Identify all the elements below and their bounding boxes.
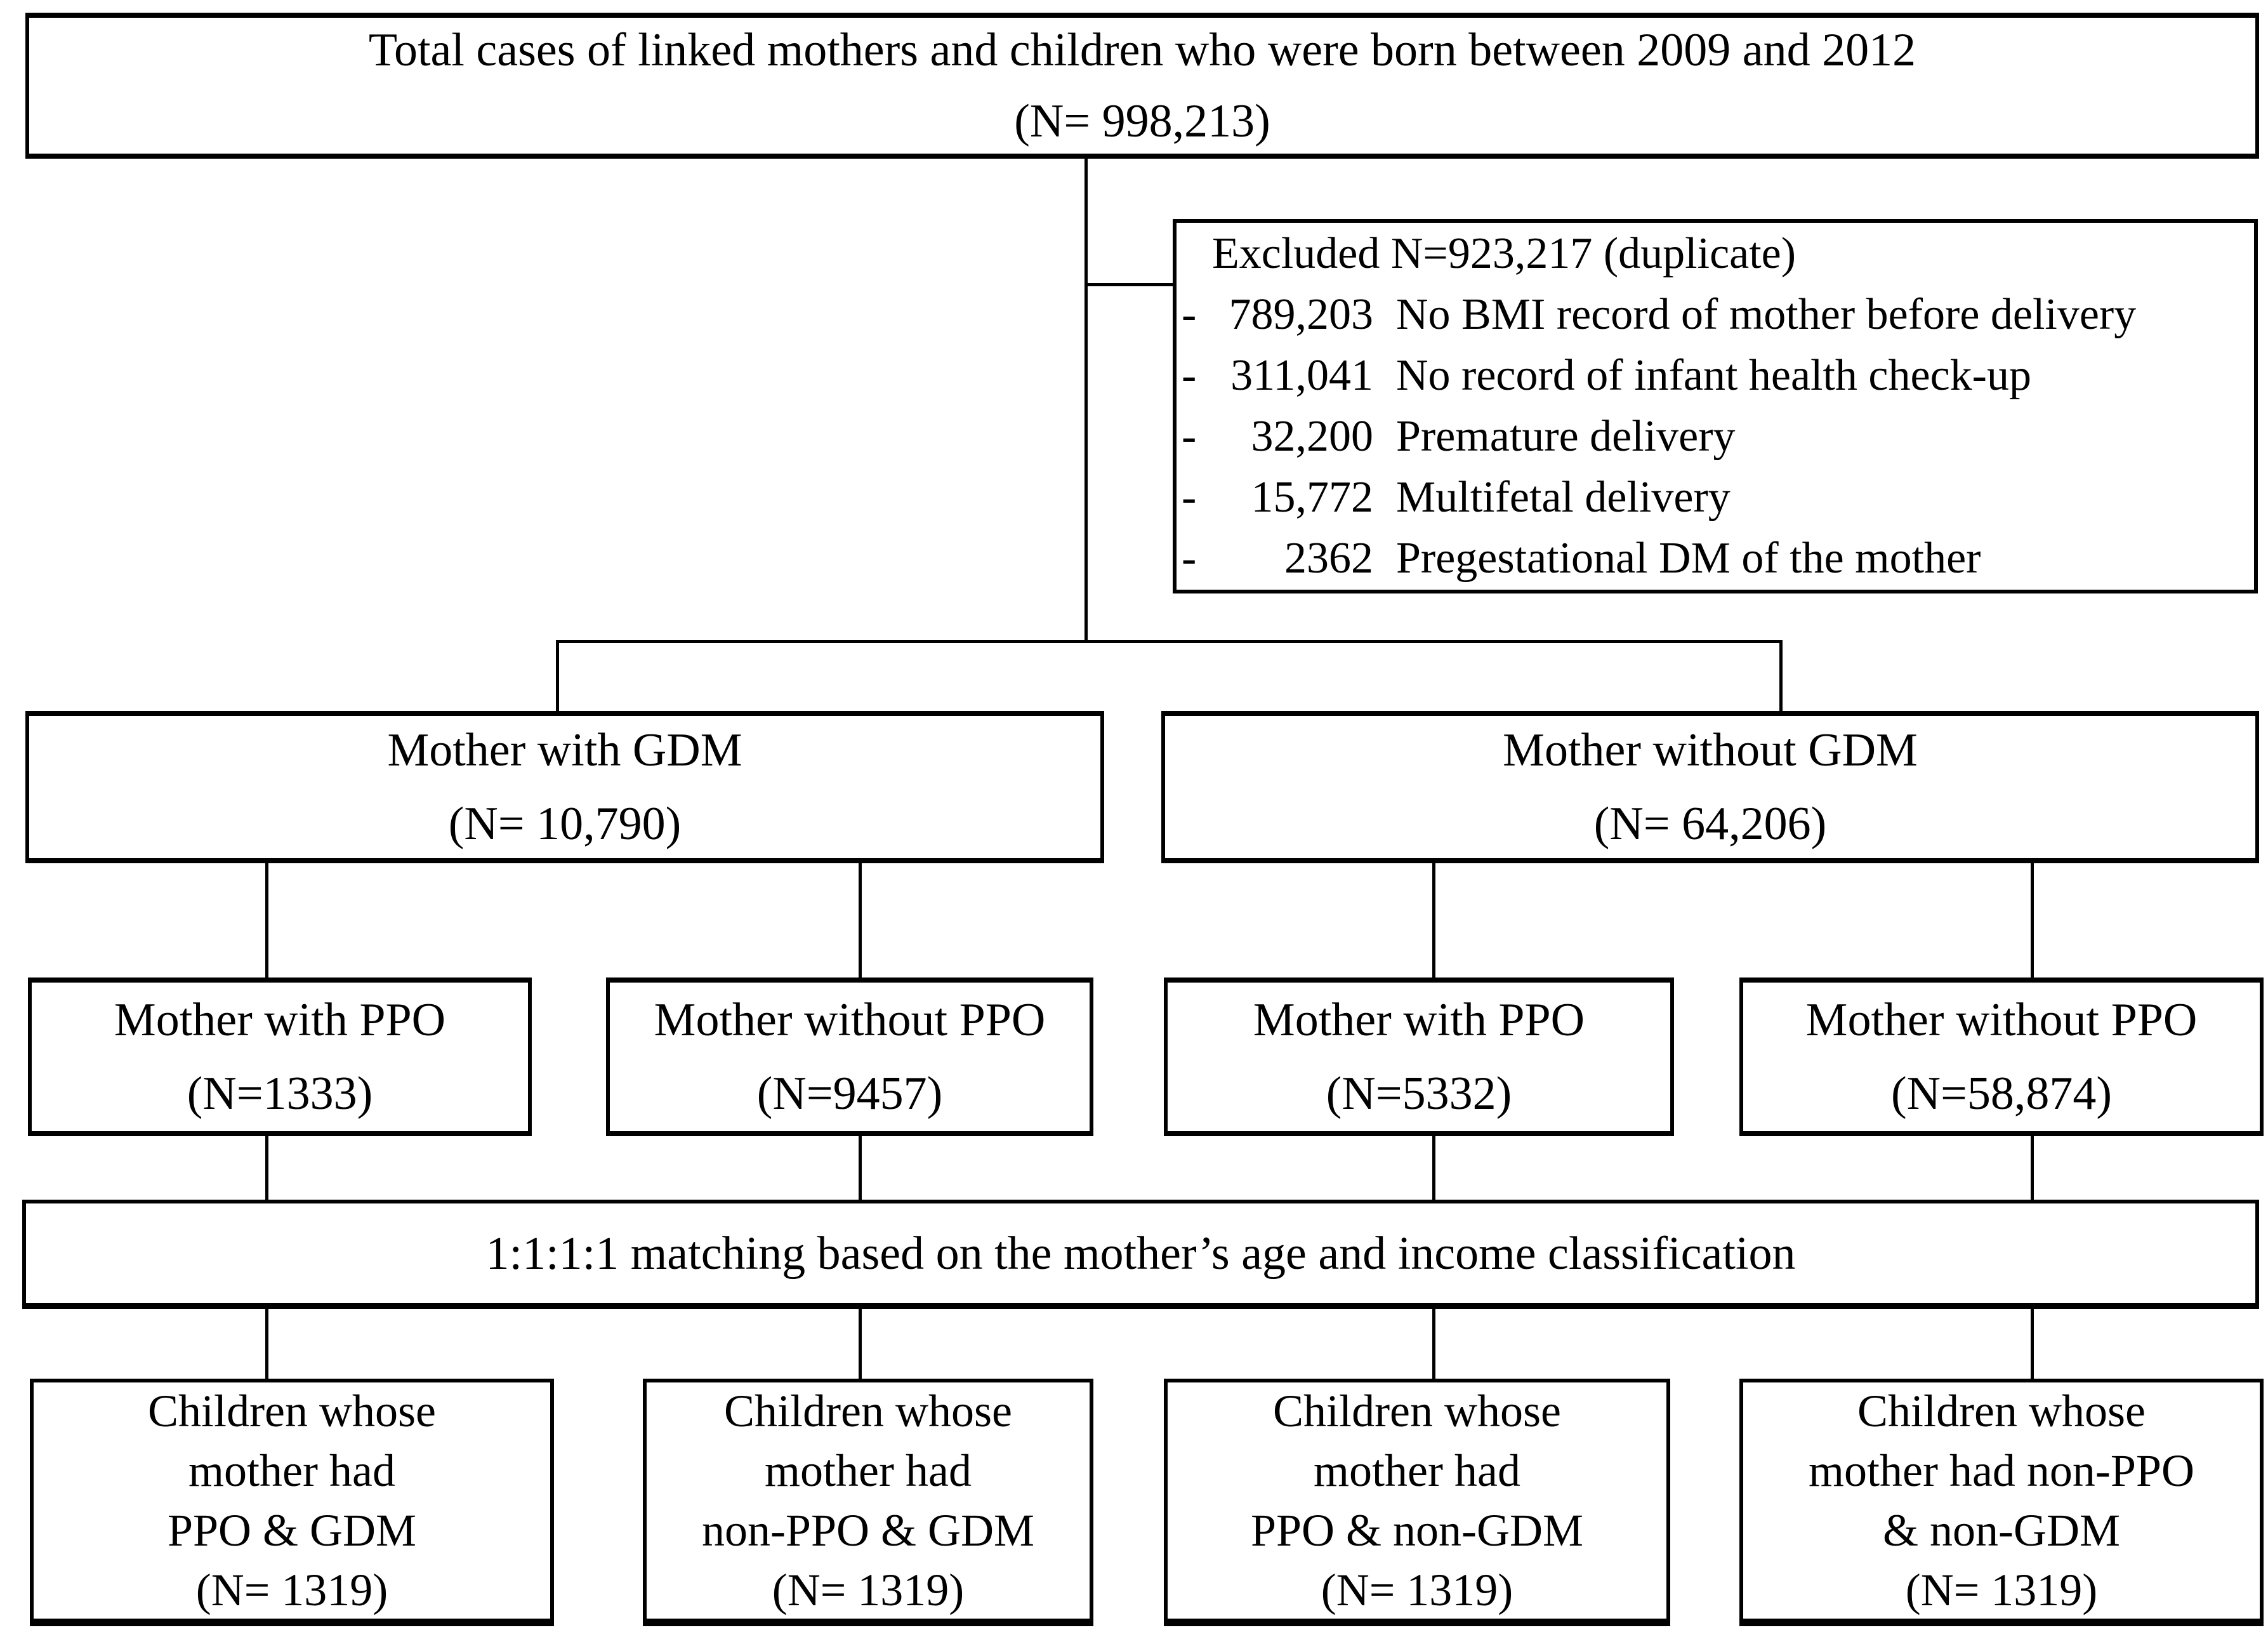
mother-with-ppo-text: Mother with PPO xyxy=(114,994,446,1046)
box-mother-without-ppo-gdm: Mother without PPO (N=9457) xyxy=(606,978,1093,1136)
mother-without-ppo-n: (N=58,874) xyxy=(1891,1068,2112,1120)
connector-ppo-drop-3 xyxy=(1432,862,1435,980)
excluded-item-n: 2362 xyxy=(1284,534,1373,583)
mother-with-ppo-n: (N=1333) xyxy=(187,1068,373,1120)
children-line: Children whose xyxy=(1273,1386,1561,1436)
mother-without-ppo-text: Mother without PPO xyxy=(654,994,1046,1046)
mother-with-gdm-n: (N= 10,790) xyxy=(448,798,682,850)
connector-child-drop-4 xyxy=(2031,1306,2034,1382)
excluded-item-dash: - xyxy=(1182,351,1197,400)
connector-match-drop-3 xyxy=(1432,1135,1435,1202)
box-mother-with-gdm: Mother with GDM (N= 10,790) xyxy=(25,711,1104,863)
box-total-cases: Total cases of linked mothers and childr… xyxy=(25,13,2259,159)
excluded-item-label: No BMI record of mother before delivery xyxy=(1396,290,2137,339)
children-n: (N= 1319) xyxy=(772,1565,965,1615)
children-line: Children whose xyxy=(1857,1386,2146,1436)
connector-match-drop-4 xyxy=(2031,1135,2034,1202)
connector-branch xyxy=(556,640,1783,643)
connector-match-drop-1 xyxy=(265,1135,268,1202)
box-mother-with-ppo-gdm: Mother with PPO (N=1333) xyxy=(28,978,532,1136)
matching-text: 1:1:1:1 matching based on the mother’s a… xyxy=(485,1227,1796,1280)
excluded-item: - 15,772 Multifetal delivery xyxy=(1182,467,2249,528)
connector-child-drop-1 xyxy=(265,1306,268,1382)
excluded-item: -789,203 No BMI record of mother before d… xyxy=(1182,284,2249,345)
connector-to-excluded xyxy=(1086,283,1173,286)
mother-with-ppo-text: Mother with PPO xyxy=(1253,994,1585,1046)
children-n: (N= 1319) xyxy=(1321,1565,1513,1615)
excluded-item-n: 15,772 xyxy=(1251,473,1374,522)
box-mother-without-ppo-nongdm: Mother without PPO (N=58,874) xyxy=(1739,978,2264,1136)
children-n: (N= 1319) xyxy=(1905,1565,2098,1615)
mother-with-ppo-n: (N=5332) xyxy=(1326,1068,1512,1120)
excluded-header: Excluded N=923,217 (duplicate) xyxy=(1212,229,1797,278)
children-n: (N= 1319) xyxy=(195,1565,388,1615)
excluded-item: - 32,200 Premature delivery xyxy=(1182,406,2249,467)
box-children-ppo-nongdm: Children whose mother had PPO & non-GDM … xyxy=(1164,1379,1670,1626)
connector-ppo-drop-4 xyxy=(2031,862,2034,980)
box-children-nonppo-gdm: Children whose mother had non-PPO & GDM … xyxy=(643,1379,1093,1626)
box-mother-with-ppo-nongdm: Mother with PPO (N=5332) xyxy=(1164,978,1674,1136)
excluded-item-label: Multifetal delivery xyxy=(1396,473,1731,522)
connector-child-drop-3 xyxy=(1432,1306,1435,1382)
children-line: Children whose xyxy=(724,1386,1012,1436)
connector-total-down xyxy=(1085,159,1088,642)
mother-without-gdm-n: (N= 64,206) xyxy=(1593,798,1827,850)
excluded-item-dash: - xyxy=(1182,290,1197,339)
children-line: PPO & GDM xyxy=(167,1505,417,1556)
connector-gdm-right-drop xyxy=(1779,640,1783,713)
box-matching: 1:1:1:1 matching based on the mother’s a… xyxy=(22,1200,2259,1309)
box-children-ppo-gdm: Children whose mother had PPO & GDM (N= … xyxy=(30,1379,554,1626)
excluded-item: - 2362 Pregestational DM of the mother xyxy=(1182,528,2249,589)
excluded-item-n: 311,041 xyxy=(1230,351,1373,400)
children-line: mother had xyxy=(1314,1445,1520,1496)
excluded-item-label: No record of infant health check-up xyxy=(1396,351,2031,400)
children-line: & non-GDM xyxy=(1883,1505,2120,1556)
box-children-nonppo-nongdm: Children whose mother had non-PPO & non-… xyxy=(1739,1379,2264,1626)
mother-without-ppo-text: Mother without PPO xyxy=(1805,994,2198,1046)
excluded-item-dash: - xyxy=(1182,473,1197,522)
children-line: PPO & non-GDM xyxy=(1250,1505,1584,1556)
mother-with-gdm-text: Mother with GDM xyxy=(387,724,742,776)
connector-child-drop-2 xyxy=(859,1306,862,1382)
total-cases-n: (N= 998,213) xyxy=(1014,95,1270,147)
children-line: non-PPO & GDM xyxy=(701,1505,1035,1556)
mother-without-ppo-n: (N=9457) xyxy=(756,1068,943,1120)
excluded-item-label: Pregestational DM of the mother xyxy=(1396,534,1981,583)
children-line: mother had non-PPO xyxy=(1809,1445,2194,1496)
box-mother-without-gdm: Mother without GDM (N= 64,206) xyxy=(1161,711,2259,863)
children-line: mother had xyxy=(765,1445,972,1496)
connector-ppo-drop-1 xyxy=(265,862,268,980)
children-line: Children whose xyxy=(148,1386,436,1436)
excluded-item-dash: - xyxy=(1182,534,1197,583)
mother-without-gdm-text: Mother without GDM xyxy=(1503,724,1918,776)
excluded-item: -311,041 No record of infant health check… xyxy=(1182,345,2249,406)
excluded-item-n: 789,203 xyxy=(1229,290,1374,339)
children-line: mother had xyxy=(188,1445,395,1496)
connector-match-drop-2 xyxy=(859,1135,862,1202)
connector-ppo-drop-2 xyxy=(859,862,862,980)
connector-gdm-left-drop xyxy=(556,640,559,713)
total-cases-text: Total cases of linked mothers and childr… xyxy=(368,24,1916,76)
excluded-item-label: Premature delivery xyxy=(1396,412,1736,461)
excluded-item-dash: - xyxy=(1182,412,1197,461)
excluded-item-n: 32,200 xyxy=(1251,412,1374,461)
